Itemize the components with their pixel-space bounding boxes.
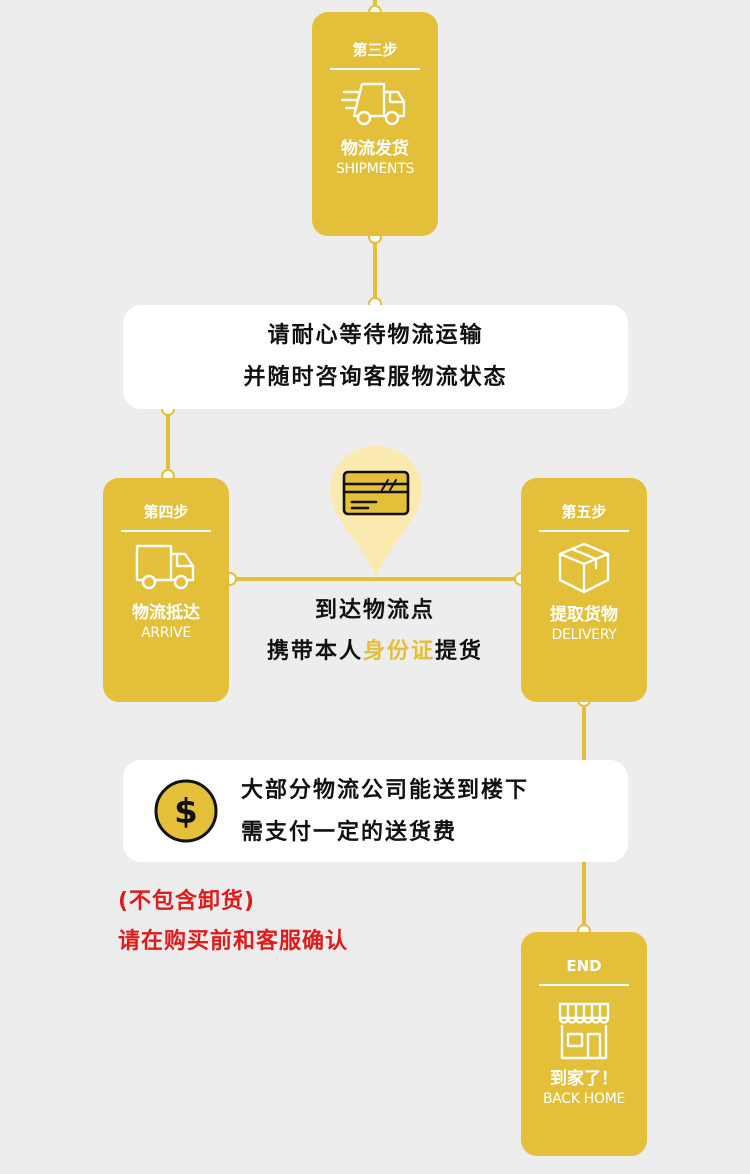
step-title: 第三步 (352, 41, 398, 59)
arrive-line-2: 携带本人身份证提货 (230, 630, 520, 674)
svg-text:$: $ (174, 792, 198, 832)
package-box-icon (558, 542, 610, 594)
notice-line: 需支付一定的送货费 (241, 820, 458, 845)
notice-line: 大部分物流公司能送到楼下 (241, 778, 530, 803)
dollar-coin-icon: $ (154, 779, 218, 843)
id-suffix: 提货 (435, 639, 484, 664)
connector-step4-step5 (230, 577, 522, 581)
divider (539, 984, 629, 986)
step-label-en: DELIVERY (551, 627, 617, 643)
step-label-cn: 提取货物 (550, 605, 618, 625)
arrive-point-text: 到达物流点 携带本人身份证提货 (230, 592, 520, 674)
step-title: 第五步 (561, 503, 607, 521)
id-card-icon (342, 470, 410, 516)
fast-truck-icon (340, 82, 406, 126)
connector-notice-step4 (166, 408, 170, 478)
note-line: 请在购买前和客服确认 (118, 929, 349, 954)
step-title: 第四步 (143, 503, 189, 521)
notice-wait-box: 请耐心等待物流运输 并随时咨询客服物流状态 (123, 305, 628, 409)
step-label-en: ARRIVE (141, 625, 191, 641)
notice-line: 请耐心等待物流运输 (267, 323, 484, 348)
step-card-arrive: 第四步 物流抵达 ARRIVE (103, 478, 229, 702)
divider (330, 68, 420, 70)
notice-fee-box: $ 大部分物流公司能送到楼下 需支付一定的送货费 (123, 760, 628, 862)
step-label-cn: 到家了！ (550, 1069, 618, 1089)
storefront-icon (558, 1002, 610, 1060)
unloading-note: (不包含卸货) 请在购买前和客服确认 (118, 882, 348, 962)
id-prefix: 携带本人 (266, 639, 363, 664)
id-card-highlight: 身份证 (362, 639, 435, 664)
step-label-cn: 物流发货 (341, 139, 409, 159)
note-line: (不包含卸货) (118, 889, 256, 914)
step-card-end: END 到家了！ BACK HOME (521, 932, 647, 1156)
step-label-cn: 物流抵达 (132, 603, 200, 623)
step-label-en: SHIPMENTS (335, 161, 415, 177)
step-card-shipments: 第三步 物流发货 SHIPMENTS (312, 12, 438, 236)
divider (121, 530, 211, 532)
step-label-en: BACK HOME (542, 1091, 626, 1107)
connector-step3-notice (373, 236, 377, 306)
divider (539, 530, 629, 532)
arrive-line: 到达物流点 (314, 598, 435, 623)
step-card-delivery: 第五步 提取货物 DELIVERY (521, 478, 647, 702)
truck-icon (135, 544, 195, 590)
notice-line: 并随时咨询客服物流状态 (243, 365, 508, 390)
step-title: END (566, 957, 602, 975)
